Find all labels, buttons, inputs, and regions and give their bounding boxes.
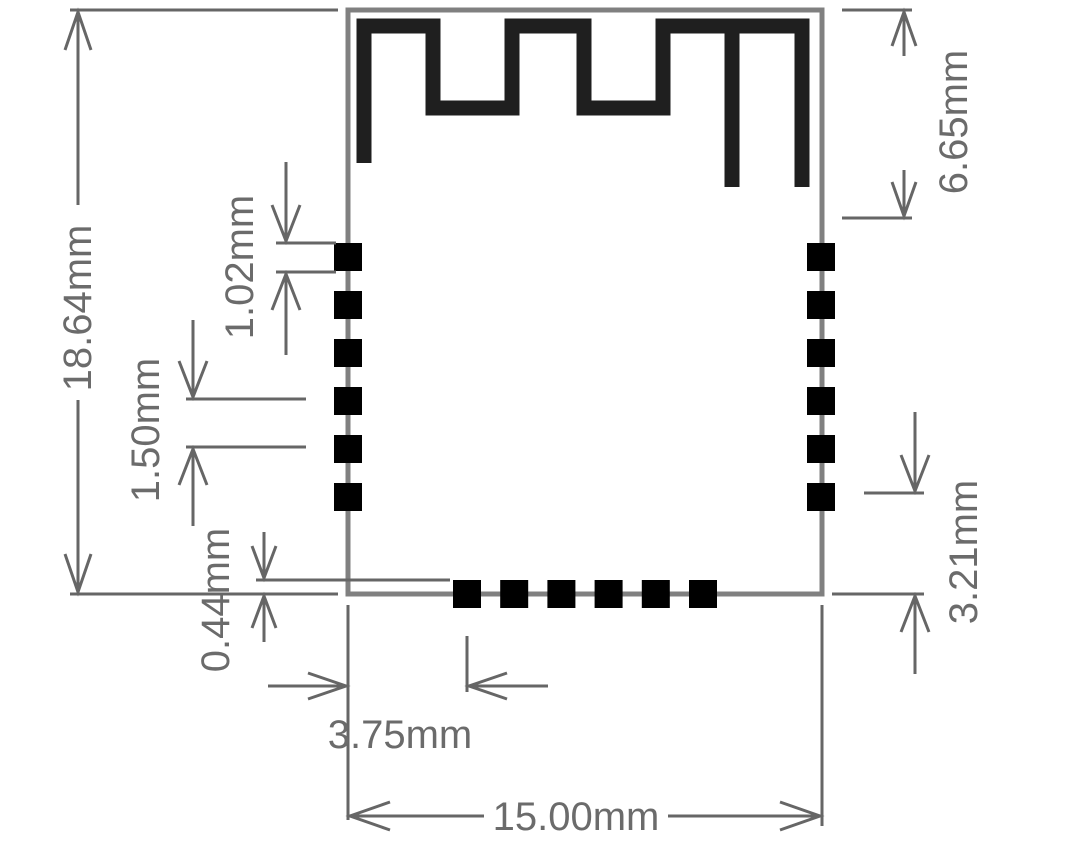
dimension-total-height: 18.64mm xyxy=(56,7,338,597)
dimension-bottom-offset: 0.44mm xyxy=(194,528,450,673)
left-pad xyxy=(334,387,362,415)
bottom-pad xyxy=(453,580,481,608)
bottom-pad xyxy=(547,580,576,608)
right-pad xyxy=(807,387,835,415)
right-pad xyxy=(807,243,835,271)
dimension-label-total-width: 15.00mm xyxy=(493,795,660,839)
dimension-label-total-height: 18.64mm xyxy=(56,225,100,392)
left-pad xyxy=(334,483,362,511)
right-pad xyxy=(807,435,835,463)
pcb-antenna-trace xyxy=(356,18,810,187)
right-pads xyxy=(807,243,835,511)
dimension-label-pad-pitch: 1.50mm xyxy=(124,358,168,503)
right-pad xyxy=(807,291,835,319)
dimension-label-pad-width: 1.02mm xyxy=(218,195,262,340)
dimension-label-antenna-height: 6.65mm xyxy=(932,50,976,195)
bottom-pads xyxy=(453,580,717,608)
dimension-pad-width: 1.02mm xyxy=(218,162,336,355)
bottom-pad xyxy=(500,580,529,608)
right-pad xyxy=(807,339,835,367)
left-pad xyxy=(334,435,362,463)
dimension-bottom-pad-offset: 3.75mm xyxy=(268,605,548,820)
right-pad xyxy=(807,483,835,511)
dimension-total-width: 15.00mm xyxy=(345,605,825,839)
dimension-side-pad-offset: 3.21mm xyxy=(832,412,986,674)
dimension-label-bottom-pad-offset: 3.75mm xyxy=(328,713,473,757)
left-pad xyxy=(334,291,362,319)
dimension-label-bottom-offset: 0.44mm xyxy=(194,528,238,673)
left-pad xyxy=(334,339,362,367)
dimension-pad-pitch: 1.50mm xyxy=(124,320,306,526)
dimension-antenna-height: 6.65mm xyxy=(842,7,976,221)
left-pad xyxy=(334,243,362,271)
bottom-pad xyxy=(689,580,717,608)
dimension-label-side-pad-offset: 3.21mm xyxy=(942,480,986,625)
left-pads xyxy=(334,243,362,511)
bottom-pad xyxy=(641,580,670,608)
bottom-pad xyxy=(594,580,623,608)
